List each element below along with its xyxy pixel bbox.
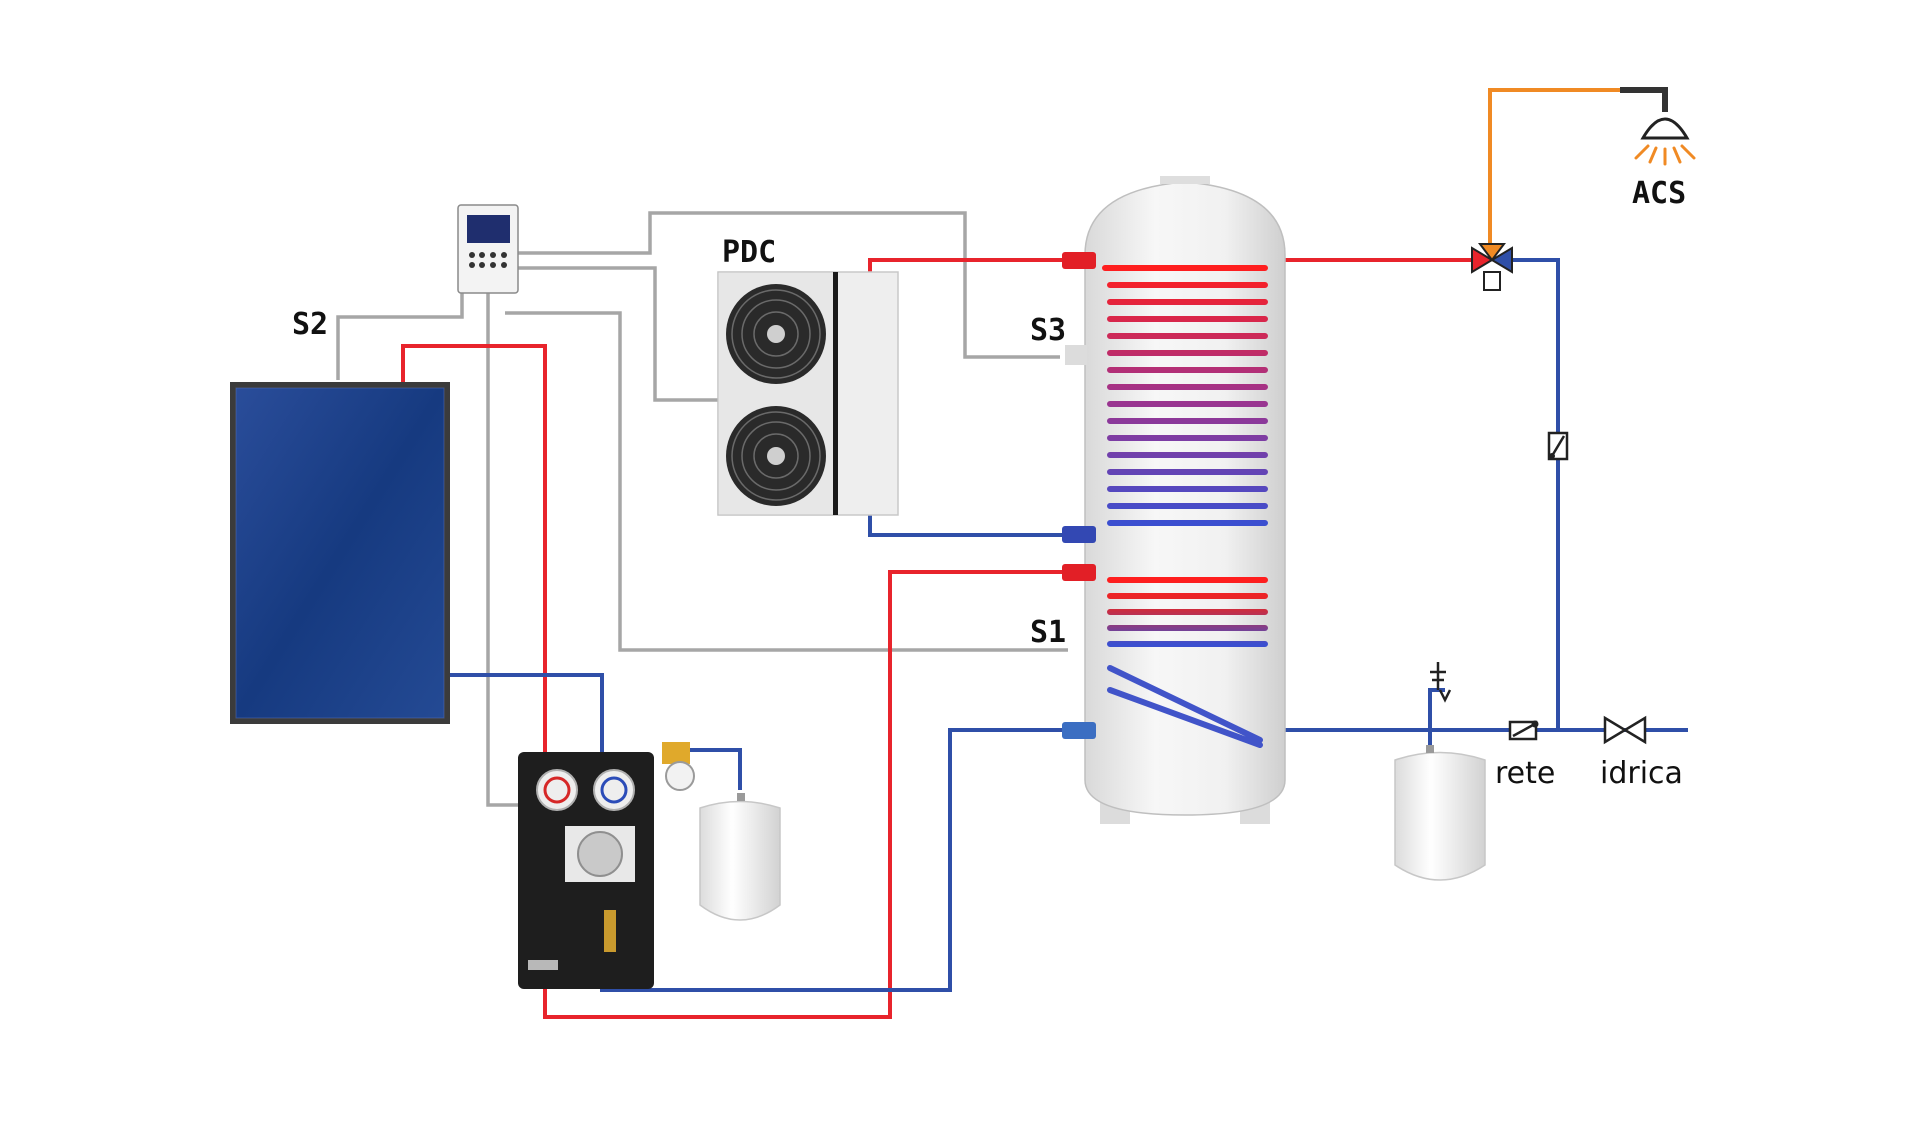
sensor-wires — [336, 211, 1068, 807]
wire-s1 — [505, 311, 1068, 652]
wire-controller-pdc-2 — [517, 211, 1060, 359]
label-s2: S2 — [292, 307, 328, 342]
check-valve-icon — [1547, 431, 1569, 461]
label-acs: ACS — [1632, 176, 1686, 211]
fan-bottom — [726, 406, 826, 506]
wire-controller-pdc — [517, 266, 718, 402]
label-idrica: idrica — [1600, 756, 1683, 791]
check-valve-icon-2 — [1508, 720, 1539, 741]
label-rete: rete — [1495, 756, 1555, 791]
pipe-mixer-shower — [1488, 88, 1620, 245]
fan-top — [726, 284, 826, 384]
pipe-pdc-return — [868, 515, 1065, 537]
mixing-valve-icon — [1471, 243, 1513, 291]
pump-station-icon — [518, 742, 695, 989]
safety-valve-icon — [1430, 662, 1452, 703]
dhw-pipe — [1488, 87, 1668, 245]
wire-controller-pumpstation — [486, 292, 520, 807]
pipe-pdc-flow — [868, 258, 1065, 305]
solar-collector-icon — [230, 382, 450, 724]
gate-valve-icon — [1603, 715, 1647, 745]
pipe-collector-flow — [401, 344, 1065, 1019]
storage-tank-icon — [1062, 176, 1286, 824]
shower-arm — [1620, 87, 1668, 112]
label-s3: S3 — [1030, 313, 1066, 348]
heat-pump-icon — [717, 271, 899, 516]
label-s1: S1 — [1030, 615, 1066, 650]
controller-icon — [457, 204, 519, 294]
expansion-vessel-icon — [699, 745, 1486, 921]
wire-s2 — [336, 290, 464, 380]
pipe-vessel-pumpstation — [690, 748, 742, 790]
upper-coil — [1102, 265, 1268, 526]
pipe-cold-mixer — [1512, 258, 1560, 730]
pipe-collector-return — [450, 673, 604, 752]
lower-coil — [1107, 577, 1268, 748]
label-pdc: PDC — [722, 235, 776, 270]
shower-icon — [1634, 117, 1696, 166]
